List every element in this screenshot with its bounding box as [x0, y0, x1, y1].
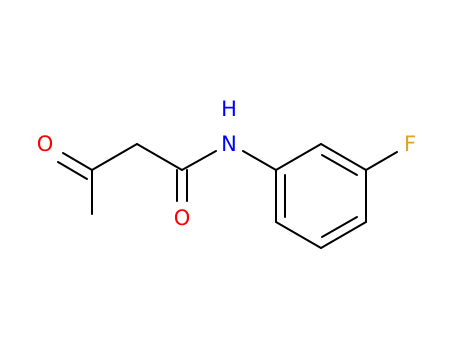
bond-ring-fluorine [365, 151, 398, 171]
ring-bond-5 [275, 221, 322, 249]
bond-ketone-methylene [91, 143, 138, 171]
atom-oxygen-amide: O [174, 206, 191, 230]
ring-inner-bond-a [321, 154, 358, 176]
ring-bond-1 [275, 143, 322, 171]
atom-fluorine: F [404, 132, 416, 156]
ring-bond-4 [320, 221, 367, 249]
bond-ketone-double-a [62, 152, 93, 171]
ring-bond-2 [320, 143, 367, 171]
atom-hydrogen-amide: H [221, 97, 237, 121]
bond-amide-carbon-nitrogen [181, 150, 217, 171]
atom-oxygen-ketone: O [37, 132, 54, 156]
ring-inner-bond-b [321, 216, 358, 238]
atom-nitrogen-amide: N [221, 132, 237, 156]
bond-ketone-double-b [57, 161, 88, 180]
bond-nitrogen-ring [242, 150, 277, 171]
bond-methylene-amide-carbon [136, 143, 183, 171]
